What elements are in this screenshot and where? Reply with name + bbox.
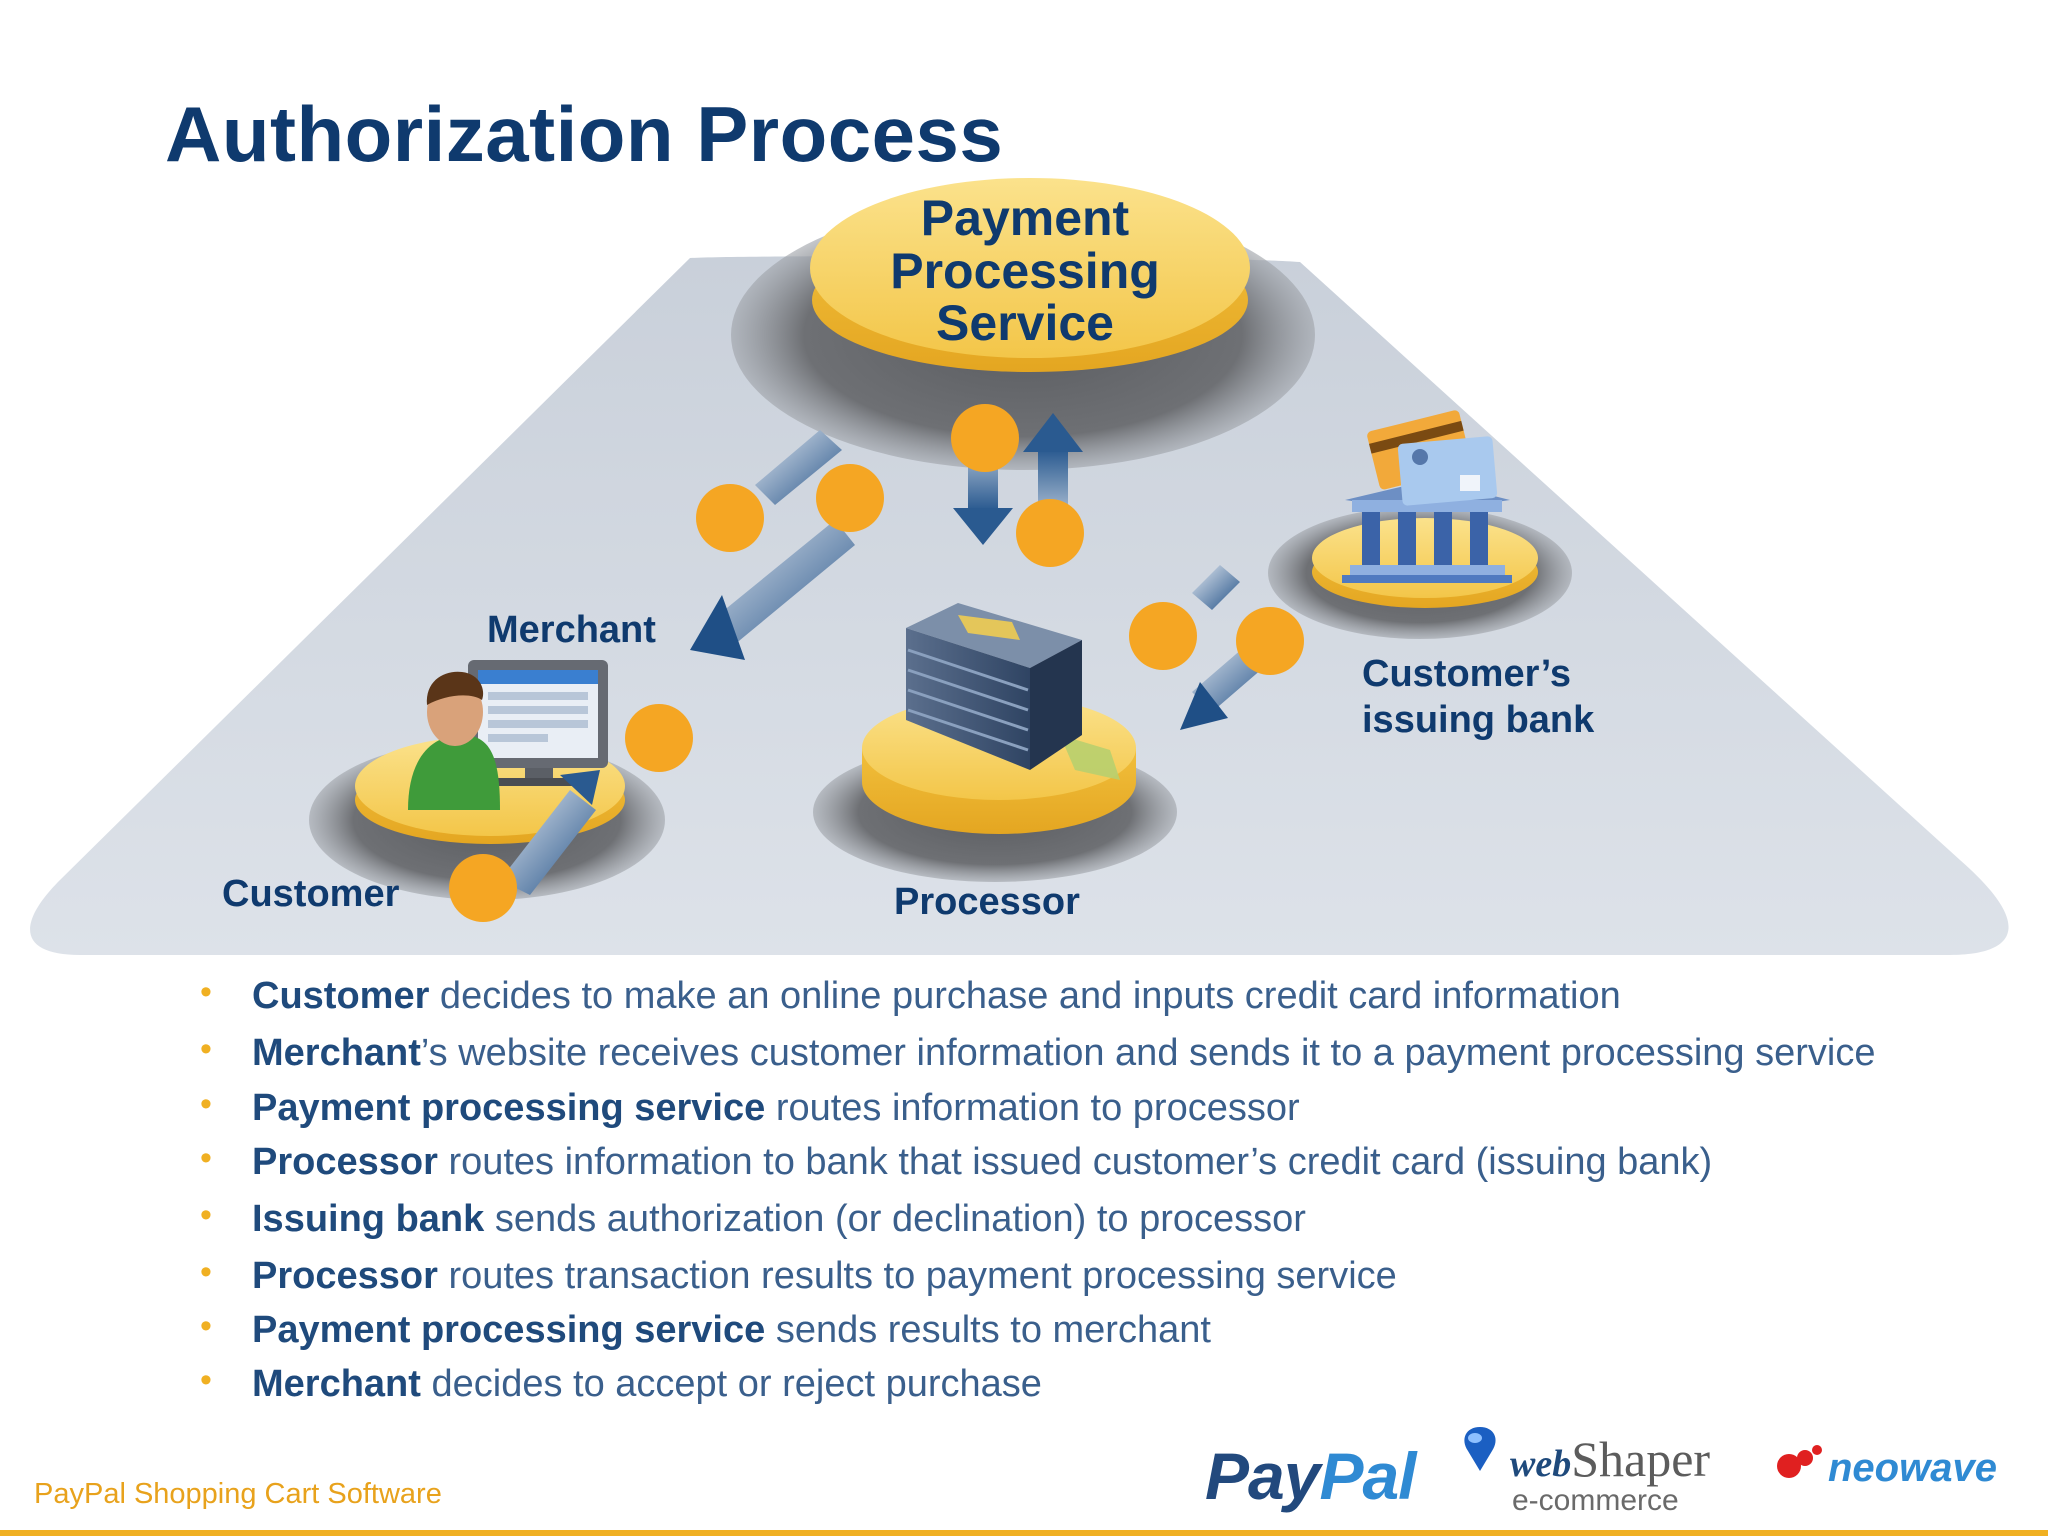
bullet-icon: • [200,973,212,1011]
step-badge [625,704,693,772]
webshaper-logo: webShaper e-commerce [1510,1431,1711,1517]
list-item: •Merchant’s website receives customer in… [200,1030,1876,1074]
step-badge [696,484,764,552]
building-icon [906,603,1082,770]
arrow-customer-to-merchant [500,790,596,895]
list-item: •Payment processing service sends result… [200,1307,1211,1351]
bullet-icon: • [200,1361,212,1399]
step-badge [951,404,1019,472]
customer-person-icon [408,671,500,810]
list-item: •Processor routes information to bank th… [200,1139,1713,1183]
bank-disc [1312,518,1538,598]
neowave-logo: neowave [1828,1446,1997,1490]
bullet-icon: • [200,1196,212,1234]
list-item: •Payment processing service routes infor… [200,1085,1300,1129]
list-item: •Issuing bank sends authorization (or de… [200,1196,1306,1240]
pps-disc [810,178,1250,358]
processor-label: Processor [894,881,1080,923]
arrow-processor-to-bank [1192,565,1240,610]
list-item: •Processor routes transaction results to… [200,1253,1397,1297]
step-badge [449,854,517,922]
bullet-icon: • [200,1085,212,1123]
step-badge [816,464,884,532]
bullet-icon: • [200,1030,212,1068]
step-badge [1016,499,1084,567]
list-item: •Customer decides to make an online purc… [200,973,1621,1017]
bullet-icon: • [200,1307,212,1345]
bullet-icon: • [200,1139,212,1177]
credit-cards-icon [1367,410,1498,506]
merchant-label: Merchant [487,609,656,651]
webshaper-diamond-icon [1464,1427,1496,1471]
footer-text: PayPal Shopping Cart Software [34,1478,442,1510]
arrow-pps-to-merchant [690,520,855,660]
bullet-icon: • [200,1253,212,1291]
arrow-merchant-to-pps [755,430,842,505]
customer-label: Customer [222,873,400,915]
issuing-bank-label: Customer’s issuing bank [1362,653,1595,741]
computer-monitor-icon [468,660,608,786]
footer-divider [0,1530,2048,1536]
authorization-diagram [30,178,2009,956]
pps-label: Payment Processing Service [890,190,1160,351]
process-steps-list: •Customer decides to make an online purc… [200,973,2000,1406]
paypal-logo: PayPal [1205,1439,1417,1513]
step-badge [1129,602,1197,670]
neowave-dots-icon [1777,1445,1822,1478]
slide-title: Authorization Process [165,90,1004,178]
list-item: •Merchant decides to accept or reject pu… [200,1361,1042,1405]
step-badge [1236,607,1304,675]
